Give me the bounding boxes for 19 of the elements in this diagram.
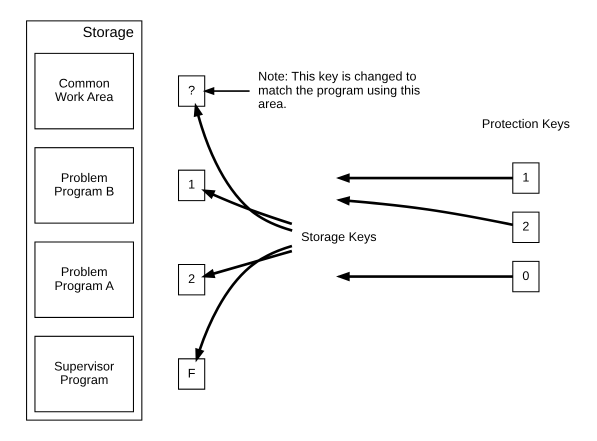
node-box: Supervisor Program <box>34 336 134 412</box>
node-box: Problem Program A <box>34 241 134 318</box>
node-box: 2 <box>512 212 540 244</box>
node-box: 1 <box>178 170 206 202</box>
node-box: Common Work Area <box>34 52 134 130</box>
node-box: ? <box>178 75 206 107</box>
node-text: Note: This key is changed to match the program using this area. <box>258 70 420 111</box>
node-box: 2 <box>178 264 206 296</box>
node-box: Problem Program B <box>34 147 134 224</box>
arrow <box>195 244 292 362</box>
node-box: 0 <box>512 260 540 292</box>
arrow <box>202 87 250 96</box>
node-box: 1 <box>512 162 540 194</box>
node-box: F <box>178 358 206 390</box>
label: Protection Keys <box>482 116 570 131</box>
node-text: Storage Keys <box>301 230 377 244</box>
arrow <box>201 250 292 278</box>
arrow <box>194 102 293 232</box>
arrow <box>201 189 292 226</box>
